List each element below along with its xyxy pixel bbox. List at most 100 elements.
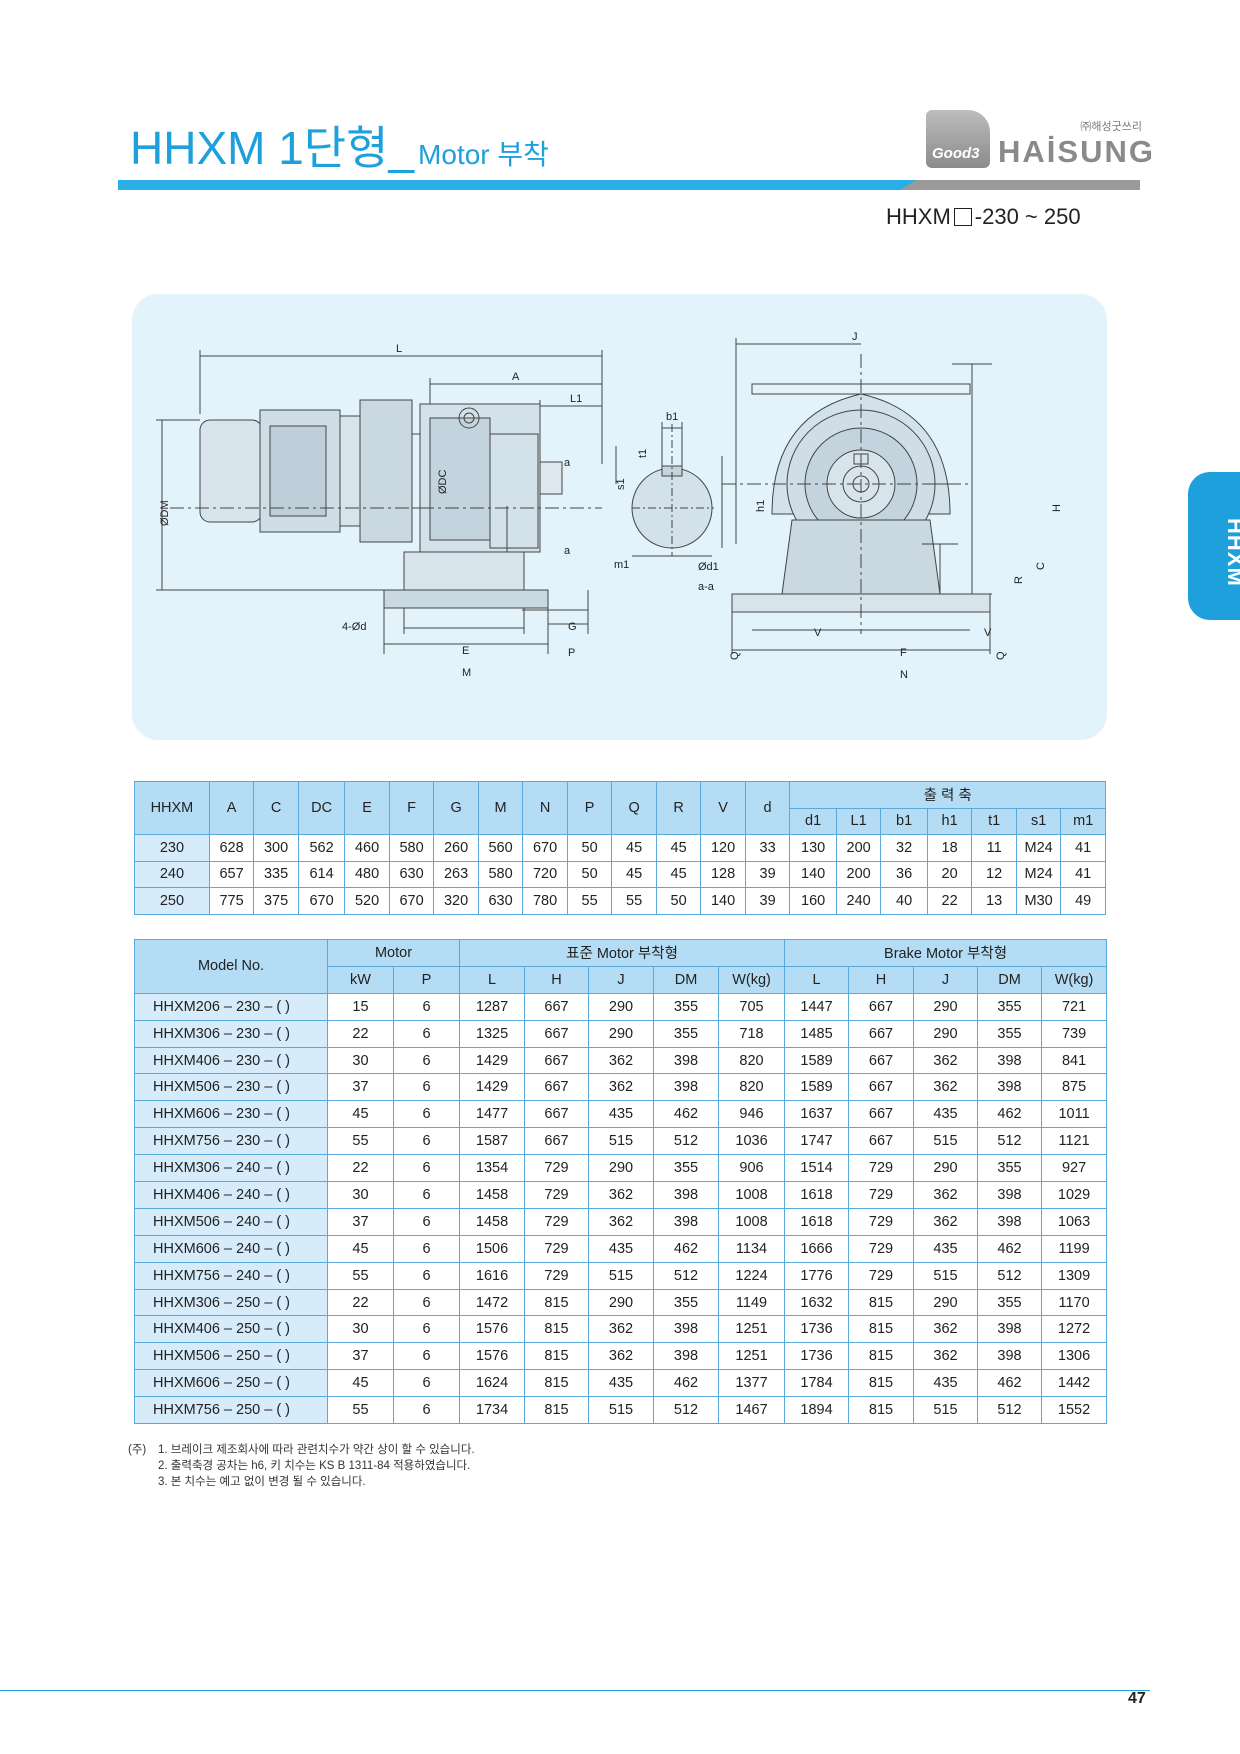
drawing-label: C	[1035, 562, 1047, 570]
table-cell: 462	[653, 1100, 720, 1129]
row-key-cell: HHXM406 – 240 – ( )	[134, 1181, 328, 1209]
table-cell: 667	[848, 1100, 915, 1129]
table-cell: 398	[653, 1073, 720, 1102]
table-cell: 320	[433, 887, 479, 915]
table-cell: 355	[653, 992, 720, 1021]
drawing-label: M	[462, 667, 471, 679]
title-separator: _	[388, 122, 415, 174]
table-cell: 718	[718, 1019, 786, 1048]
table-cell: 355	[653, 1019, 720, 1048]
table-cell: 22	[327, 1019, 394, 1048]
table-cell: 37	[327, 1342, 394, 1371]
title-main: HHXM 1단형	[130, 122, 389, 174]
table-cell: 875	[1041, 1073, 1108, 1102]
col-header: b1	[880, 807, 928, 835]
table-cell: 6	[392, 1181, 461, 1209]
table-cell: 39	[744, 887, 791, 915]
table-cell: 670	[297, 887, 346, 915]
table-cell: 22	[327, 1288, 394, 1317]
table-cell: 45	[611, 834, 657, 862]
col-header: DM	[977, 965, 1043, 994]
table-cell: 33	[744, 834, 791, 862]
table-cell: 130	[789, 834, 837, 862]
drawing-label: A	[512, 371, 520, 383]
col-header: G	[433, 781, 479, 835]
col-header: M	[477, 781, 524, 835]
table-cell: 335	[253, 860, 299, 888]
table-cell: 1894	[784, 1396, 850, 1425]
col-header: DM	[653, 965, 720, 994]
table-cell: 815	[848, 1342, 915, 1371]
row-key-cell: HHXM606 – 230 – ( )	[134, 1100, 328, 1129]
row-key-cell: 240	[134, 860, 210, 888]
col-header: J	[588, 965, 655, 994]
table-cell: 1616	[459, 1261, 526, 1290]
table-cell: 1447	[784, 992, 850, 1021]
series-range: HHXM-230 ~ 250	[886, 204, 1081, 230]
table-cell: 6	[392, 1342, 461, 1371]
table-cell: 6	[392, 1315, 461, 1344]
table-cell: 12	[971, 860, 1017, 888]
table-cell: 49	[1060, 887, 1106, 915]
note-line: 3. 본 치수는 예고 없이 변경 될 수 있습니다.	[128, 1474, 475, 1490]
table-cell: 362	[913, 1207, 979, 1236]
table-cell: 515	[913, 1396, 979, 1425]
drawing-label: V	[814, 627, 822, 639]
table-cell: 362	[913, 1073, 979, 1102]
table-cell: 13	[971, 887, 1017, 915]
table-cell: 6	[392, 1396, 461, 1425]
col-header: H	[848, 965, 915, 994]
table-cell: 263	[433, 860, 479, 888]
table-cell: 398	[653, 1207, 720, 1236]
table-cell: 729	[848, 1154, 915, 1183]
table-cell: 1736	[784, 1342, 850, 1371]
table-cell: 1224	[718, 1261, 786, 1290]
table-cell: 6	[392, 1046, 461, 1075]
table-cell: 290	[913, 1019, 979, 1048]
table-cell: 398	[977, 1181, 1043, 1209]
table-cell: 815	[848, 1315, 915, 1344]
table-cell: 40	[880, 887, 928, 915]
table-cell: 290	[913, 1154, 979, 1183]
table-cell: 815	[524, 1369, 590, 1398]
table-cell: 140	[789, 860, 837, 888]
table-cell: 820	[718, 1046, 786, 1075]
table-cell: 45	[327, 1100, 394, 1129]
table-cell: 1736	[784, 1315, 850, 1344]
title-underline	[118, 180, 1140, 190]
table-cell: 906	[718, 1154, 786, 1183]
table-cell: 398	[653, 1342, 720, 1371]
drawing-label: E	[462, 645, 469, 657]
table-cell: 515	[913, 1127, 979, 1156]
note-line: 2. 출력축경 공차는 h6, 키 치수는 KS B 1311-84 적용하였습…	[128, 1458, 475, 1474]
table-cell: 362	[913, 1342, 979, 1371]
logo-badge: Good3	[926, 110, 990, 168]
table-cell: 398	[977, 1342, 1043, 1371]
col-header: E	[344, 781, 390, 835]
table-cell: 667	[848, 992, 915, 1021]
model-no-header: Model No.	[134, 939, 328, 994]
table-cell: 1587	[459, 1127, 526, 1156]
drawing-label: R	[1013, 576, 1025, 584]
table-cell: 362	[588, 1046, 655, 1075]
logo-brand-name: HAİSUNG	[998, 134, 1155, 169]
drawing-label: L1	[570, 393, 582, 405]
table-cell: 6	[392, 1288, 461, 1317]
table-cell: 1747	[784, 1127, 850, 1156]
col-header: W(kg)	[1041, 965, 1108, 994]
col-header: V	[700, 781, 746, 835]
table-cell: 1134	[718, 1234, 786, 1263]
table-cell: 11	[971, 834, 1017, 862]
drawing-label: G	[568, 621, 577, 633]
table-cell: 705	[718, 992, 786, 1021]
table-cell: 1008	[718, 1181, 786, 1209]
col-header: kW	[327, 965, 394, 994]
table-cell: 6	[392, 1369, 461, 1398]
table-cell: 30	[327, 1046, 394, 1075]
drawing-label: ØDM	[159, 500, 171, 526]
table-cell: 729	[524, 1154, 590, 1183]
